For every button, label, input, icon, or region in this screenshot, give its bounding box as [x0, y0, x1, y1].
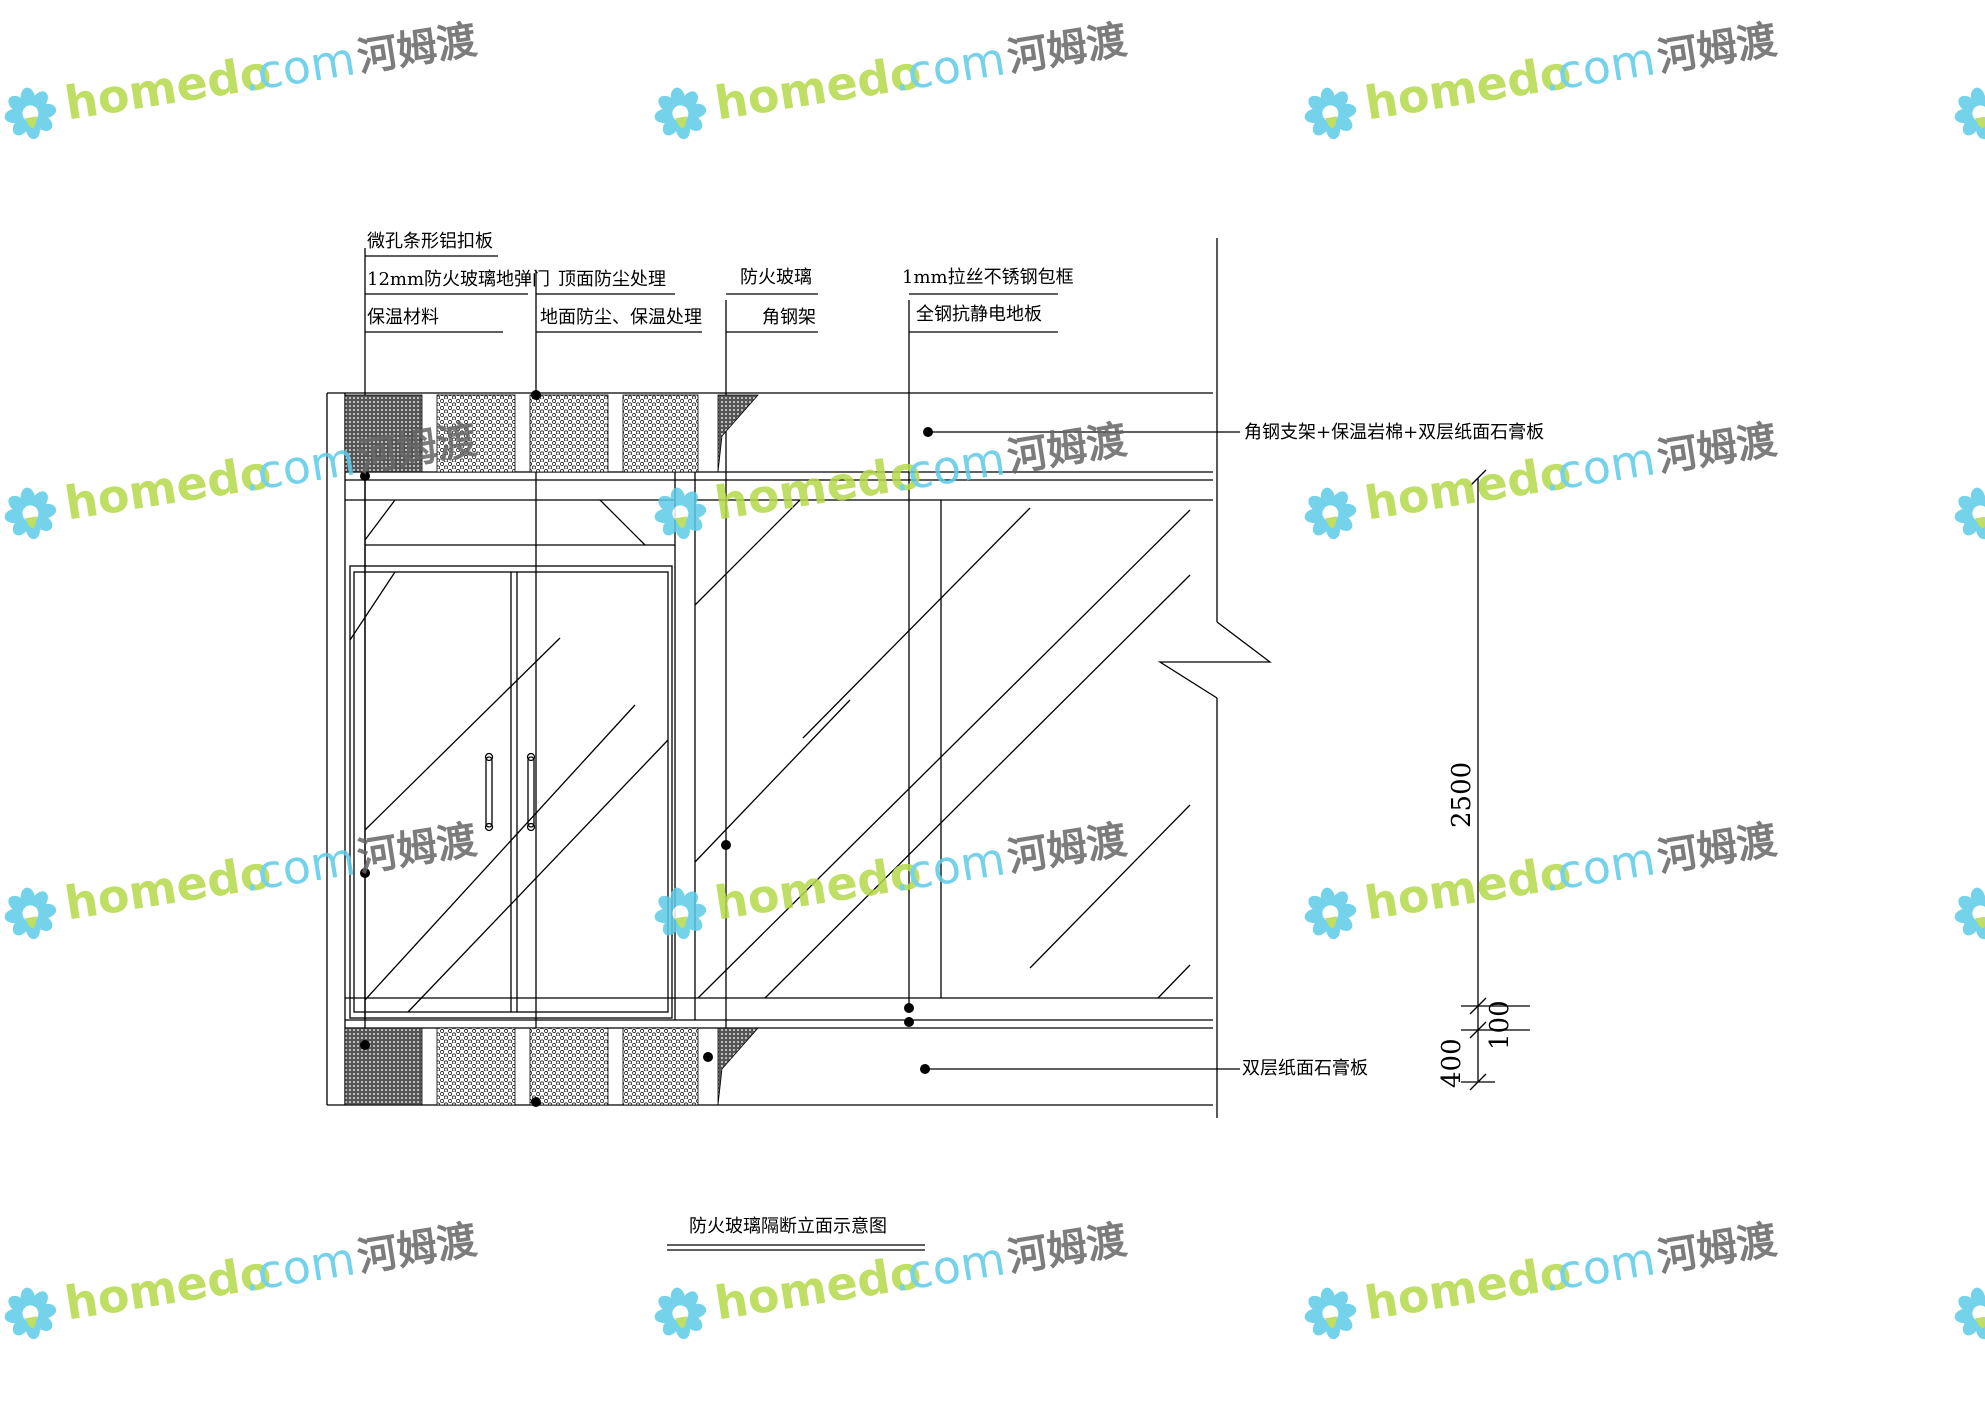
watermark-domain: .com	[239, 31, 359, 102]
flower-logo-icon	[4, 887, 57, 940]
label-upper-wall: 角钢支架+保温岩棉+双层纸面石膏板	[1244, 421, 1544, 443]
flower-logo-icon	[1304, 487, 1357, 540]
watermark-cn: 河姆渡	[1004, 1217, 1130, 1281]
watermark-domain: .com	[1539, 431, 1659, 502]
flower-logo-icon	[1954, 487, 1985, 540]
label-insulation: 保温材料	[367, 307, 439, 328]
watermark-cn: 河姆渡	[1654, 1217, 1780, 1281]
watermark-domain: .com	[239, 831, 359, 902]
watermark-domain: .com	[1539, 1231, 1659, 1302]
flower-logo-icon	[1954, 1287, 1985, 1340]
watermark-cn: 河姆渡	[1004, 17, 1130, 81]
leader-dots	[360, 390, 933, 1107]
flower-logo-icon	[654, 87, 707, 140]
flower-logo-icon	[1304, 87, 1357, 140]
watermark-domain: .com	[239, 431, 359, 502]
flower-logo-icon	[1954, 87, 1985, 140]
label-lower-wall: 双层纸面石膏板	[1242, 1057, 1368, 1079]
watermark-domain: .com	[889, 431, 1009, 502]
watermark-cn: 河姆渡	[1654, 817, 1780, 881]
flower-logo-icon	[4, 487, 57, 540]
drawing-title: 防火玻璃隔断立面示意图	[689, 1216, 887, 1237]
watermark-domain: .com	[1539, 831, 1659, 902]
flower-logo-icon	[1304, 887, 1357, 940]
flower-logo-icon	[654, 487, 707, 540]
watermark-domain: .com	[889, 31, 1009, 102]
flower-logo-icon	[654, 1287, 707, 1340]
label-spring-door: 12mm防火玻璃地弹门	[367, 269, 550, 290]
watermark-domain: .com	[239, 1231, 359, 1302]
watermark-cn: 河姆渡	[354, 1217, 480, 1281]
label-steel-frame: 1mm拉丝不锈钢包框	[902, 267, 1074, 288]
label-perforated-panel: 微孔条形铝扣板	[367, 231, 493, 252]
annotations: 微孔条形铝扣板 12mm防火玻璃地弹门 保温材料 顶面防尘处理 地面防尘、保温处…	[367, 231, 1544, 1237]
dimension-2500: 2500	[1447, 762, 1477, 828]
watermark-domain: .com	[889, 831, 1009, 902]
flower-logo-icon	[1304, 1287, 1357, 1340]
insulation-blocks	[344, 394, 759, 1106]
watermark-cn: 河姆渡	[354, 817, 480, 881]
label-antistatic-floor: 全钢抗静电地板	[916, 304, 1042, 325]
flower-logo-icon	[1954, 887, 1985, 940]
flower-logo-icon	[654, 887, 707, 940]
watermark-cn: 河姆渡	[1004, 817, 1130, 881]
label-angle-frame: 角钢架	[762, 307, 816, 328]
label-floor-dust: 地面防尘、保温处理	[540, 307, 702, 328]
dimension-400: 400	[1437, 1038, 1467, 1088]
dimensions: 2500 100 400	[1437, 762, 1515, 1088]
watermark-cn: 河姆渡	[354, 17, 480, 81]
label-ceiling-dust: 顶面防尘处理	[558, 269, 666, 290]
watermark-domain: .com	[1539, 31, 1659, 102]
flower-logo-icon	[4, 87, 57, 140]
watermark-domain: .com	[889, 1231, 1009, 1302]
dimension-100: 100	[1485, 1000, 1515, 1050]
watermark-cn: 河姆渡	[1654, 417, 1780, 481]
flower-logo-icon	[4, 1287, 57, 1340]
label-fire-glass: 防火玻璃	[740, 267, 812, 288]
watermark-cn: 河姆渡	[1654, 17, 1780, 81]
